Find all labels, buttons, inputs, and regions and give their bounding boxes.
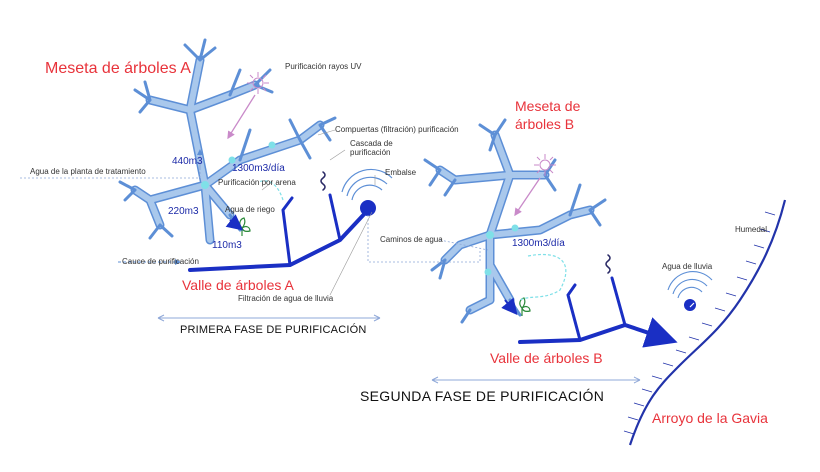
valle-a-main-channel — [188, 208, 370, 272]
flow-110-label: 110m3 — [212, 240, 242, 251]
stream-arroyo — [623, 199, 787, 446]
agua-riego-label: Agua de riego — [225, 205, 275, 214]
cascade-b — [605, 254, 611, 274]
primera-fase-label: PRIMERA FASE DE PURIFICACIÓN — [180, 324, 367, 336]
flow-220-label: 220m3 — [168, 206, 199, 217]
annotation-leaders — [20, 165, 489, 263]
segunda-fase-label: SEGUNDA FASE DE PURIFICACIÓN — [360, 388, 605, 404]
purif-arena-label: Purificación por arena — [218, 178, 296, 187]
valle-a-label: Valle de árboles A — [182, 277, 294, 293]
valle-b-main-channel — [518, 317, 678, 348]
sun-icon-b — [534, 154, 556, 176]
arrow-icon — [225, 214, 244, 231]
valle-b-label: Valle de árboles B — [490, 350, 603, 366]
cascade-a — [320, 171, 326, 191]
sand-path-b — [519, 253, 567, 301]
cascada-label-line2: purificación — [350, 148, 391, 157]
tree-a — [118, 38, 337, 245]
channels-b — [518, 254, 678, 348]
uv-label: Purificación rayos UV — [285, 62, 362, 71]
meseta-b-label-line1: Meseta de — [515, 98, 581, 114]
plant-icon-b — [519, 297, 531, 316]
plant-icon — [239, 217, 251, 236]
agua-lluvia-label: Agua de lluvia — [662, 262, 713, 271]
flow-1300-b-label: 1300m3/día — [512, 238, 565, 249]
uv-arrow-a — [227, 94, 256, 140]
meseta-b-label-line2: árboles B — [515, 116, 575, 132]
flow-1300-a-label: 1300m3/día — [232, 163, 285, 174]
embalse-label: Embalse — [385, 168, 417, 177]
meseta-a-label: Meseta de árboles A — [45, 60, 191, 77]
cascada-label-line1: Cascada de — [350, 139, 393, 148]
agua-planta-label: Agua de la planta de tratamiento — [30, 167, 146, 176]
uv-arrow-b — [514, 177, 541, 217]
sun-icon — [247, 72, 269, 94]
arroyo-label: Arroyo de la Gavia — [652, 410, 768, 426]
phase-ruler-1 — [157, 314, 381, 322]
cauce-label: Cauce de purificación — [122, 257, 199, 266]
sand-path-a — [257, 180, 284, 201]
compuertas-label: Compuertas (filtración) purificación — [335, 125, 459, 134]
humedal-label: Humedal — [735, 225, 768, 234]
flow-440-label: 440m3 — [172, 156, 203, 167]
caminos-agua-label: Caminos de agua — [380, 235, 443, 244]
phase-ruler-2 — [431, 376, 641, 384]
annotation-pointers — [261, 129, 376, 296]
channels-a — [188, 171, 370, 272]
rain-ripple-icon — [667, 271, 713, 311]
tree-b — [423, 118, 607, 324]
filtracion-lluvia-label: Filtración de agua de lluvia — [238, 294, 334, 303]
arrow-icon-b — [501, 297, 518, 316]
